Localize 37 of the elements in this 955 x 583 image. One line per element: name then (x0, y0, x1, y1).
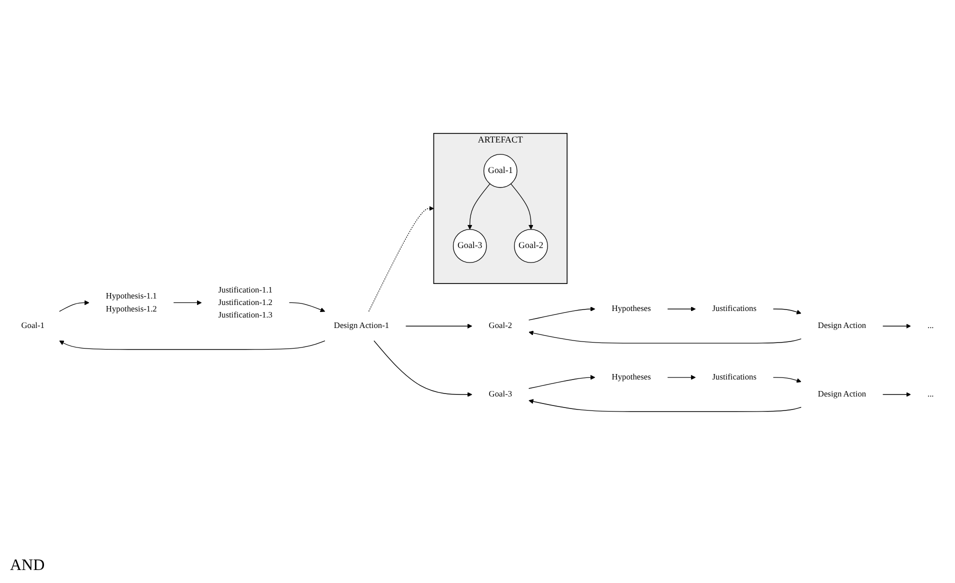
arrow (59, 300, 90, 312)
arrow (368, 206, 434, 312)
node-text: Goal-3 (488, 390, 512, 399)
node-text: Justification-1.1 Justification-1.2 Justification-1.3 (218, 286, 272, 320)
arrow (59, 340, 326, 350)
arrow (528, 374, 596, 389)
node-text: Design Action (818, 390, 866, 399)
note-text: AND (10, 557, 45, 574)
arrow (467, 183, 490, 230)
node-text: Goal-2 (488, 322, 512, 330)
arrow (173, 300, 202, 306)
arrow (772, 377, 802, 383)
arrow (667, 306, 696, 312)
arrow (882, 392, 911, 397)
node-text: Hypothesis-1.1 Hypothesis-1.2 (106, 292, 157, 314)
node-circle: Goal-2 (514, 229, 548, 263)
arrow (528, 330, 802, 344)
arrow (510, 183, 534, 230)
node-text: Goal-1 (21, 322, 44, 330)
arrow (528, 399, 802, 412)
node-text: ... (928, 322, 934, 330)
node-text: Design Action (818, 322, 866, 330)
arrow (405, 324, 472, 329)
arrow (772, 308, 802, 314)
node-text: Justifications (712, 372, 756, 382)
arrow (288, 302, 326, 312)
node-circle: Goal-3 (452, 229, 487, 263)
arrow (882, 324, 911, 329)
arrow (528, 306, 596, 320)
arrow (374, 340, 472, 397)
node-text: Hypotheses (612, 372, 651, 382)
arrow (667, 374, 696, 380)
node-text: Justifications (712, 304, 756, 314)
node-circle: Goal-1 (483, 154, 518, 188)
node-text: Hypotheses (612, 304, 651, 314)
node-text: ... (928, 390, 934, 399)
node-text: Design Action-1 (334, 322, 390, 330)
